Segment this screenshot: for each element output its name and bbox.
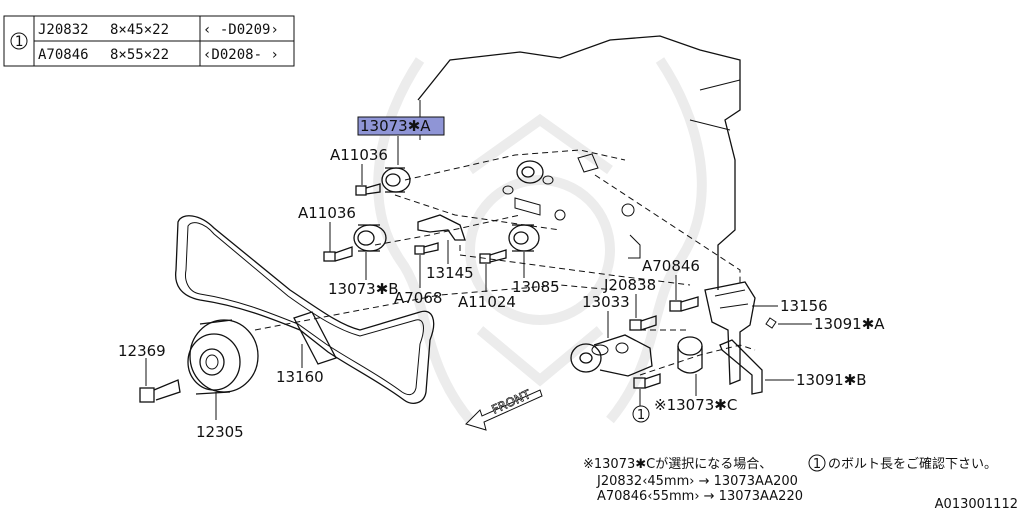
callout-13073b[interactable]: 13073✱B xyxy=(328,280,399,298)
crank-pulley-12305[interactable] xyxy=(187,319,259,395)
bolt-a11036-mid[interactable] xyxy=(323,246,353,262)
callout-highlight xyxy=(357,116,445,136)
bolt-a70846[interactable] xyxy=(669,296,699,312)
bolt-ref-1[interactable] xyxy=(633,373,661,389)
bolt-table: 1 J20832 8×45×22 ‹ -D0209› A70846 8×55×2… xyxy=(3,15,295,67)
callout-a11036-top[interactable]: A11036 xyxy=(330,146,388,164)
note-line-3: A70846‹55mm› → 13073AA220 xyxy=(597,489,803,504)
idler-pulley-13073b[interactable] xyxy=(353,224,387,252)
note-line-2: J20832‹45mm› → 13073AA200 xyxy=(596,474,798,489)
callout-a11024[interactable]: A11024 xyxy=(458,293,516,311)
callout-13091b[interactable]: 13091✱B xyxy=(796,371,867,389)
callout-13156[interactable]: 13156 xyxy=(780,297,828,315)
bracket-13145[interactable] xyxy=(417,214,466,241)
callout-12305[interactable]: 12305 xyxy=(196,423,244,441)
callout-a7068[interactable]: A7068 xyxy=(394,289,442,307)
assembly-lines xyxy=(254,149,756,376)
bracket-13091b[interactable] xyxy=(719,339,763,395)
bolt-j20838[interactable] xyxy=(629,315,657,331)
diagram-id: A013001112 xyxy=(935,497,1018,512)
bolt-a11024[interactable] xyxy=(479,249,507,264)
note-line-1-suffix: のボルト長をご確認下さい。 xyxy=(828,456,997,472)
idler-pulley-13085[interactable] xyxy=(508,224,540,252)
front-label: FRONT xyxy=(490,387,534,417)
cam-pulley-parts xyxy=(502,153,599,221)
callout-13033[interactable]: 13033 xyxy=(582,293,630,311)
table-row-2-size: 8×55×22 xyxy=(110,47,169,63)
note-line-1-prefix: ※13073✱Cが選択になる場合、 xyxy=(583,457,772,472)
timing-belt-13160[interactable] xyxy=(174,215,435,404)
table-row-2-part: A70846 xyxy=(38,47,89,63)
footnote: ※13073✱Cが選択になる場合、 1 のボルト長をご確認下さい。 J20832… xyxy=(583,454,997,504)
table-row-1-size: 8×45×22 xyxy=(110,22,169,38)
cover-13156[interactable] xyxy=(704,281,756,385)
crank-bolt-12369[interactable] xyxy=(139,379,181,403)
idler-pulley-13073a[interactable] xyxy=(381,167,411,193)
callout-bolt-ref-1[interactable]: 1 xyxy=(637,408,645,423)
callout-a70846[interactable]: A70846 xyxy=(642,257,700,275)
callout-13145[interactable]: 13145 xyxy=(426,264,474,282)
bolt-a11036-top[interactable] xyxy=(355,183,381,196)
front-arrow: FRONT xyxy=(465,387,543,431)
callout-a11036-mid[interactable]: A11036 xyxy=(298,204,356,222)
bracket-13091a[interactable] xyxy=(765,317,777,329)
table-row-1-range: ‹ -D0209› xyxy=(203,22,279,38)
table-row-2-range: ‹D0208- › xyxy=(203,47,279,63)
tensioner-13073c[interactable] xyxy=(677,336,703,374)
watermark-crest xyxy=(373,57,707,424)
tensioner-13033[interactable] xyxy=(570,334,653,377)
callout-j20838[interactable]: J20838 xyxy=(603,276,656,294)
bolt-a7068[interactable] xyxy=(414,242,439,255)
callout-13073c[interactable]: ※13073✱C xyxy=(654,396,737,414)
table-row-1-part: J20832 xyxy=(38,22,89,38)
callout-13091a[interactable]: 13091✱A xyxy=(814,315,885,333)
callout-12369[interactable]: 12369 xyxy=(118,342,166,360)
callout-13160[interactable]: 13160 xyxy=(276,368,324,386)
table-ref-number: 1 xyxy=(15,34,23,50)
callout-13073a[interactable]: 13073✱A xyxy=(360,117,431,135)
callout-13085[interactable]: 13085 xyxy=(512,278,560,296)
bolt-ref-circle xyxy=(632,405,650,423)
note-line-1-ref: 1 xyxy=(813,457,821,472)
